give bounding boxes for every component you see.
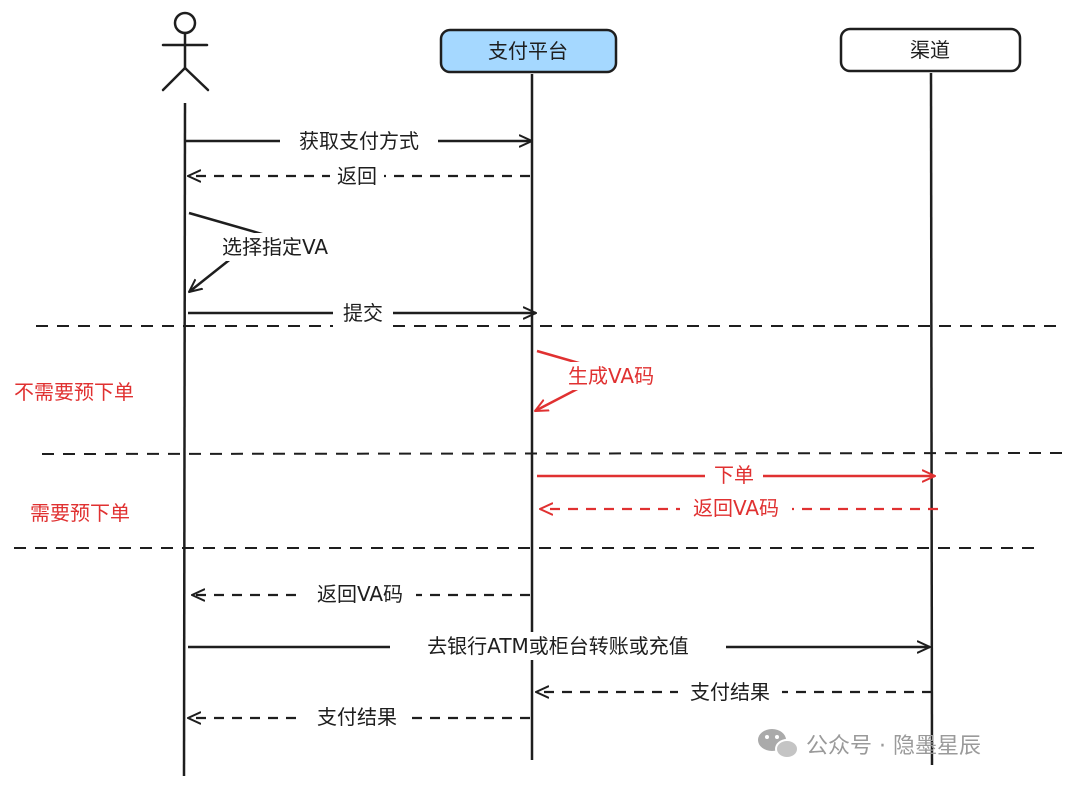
- lifeline-actor: [182, 102, 187, 777]
- message-arrow: 返回: [188, 162, 530, 190]
- message-arrow: 返回VA码: [192, 580, 530, 608]
- message-arrow: 下单: [537, 461, 935, 489]
- message-label: 返回VA码: [317, 582, 403, 606]
- message-label: 支付结果: [690, 680, 770, 704]
- message-label: 下单: [714, 463, 754, 487]
- section-label-need-preorder: 需要预下单: [30, 501, 130, 525]
- actor-stick-figure-icon: [161, 11, 210, 92]
- message-label: 获取支付方式: [299, 129, 419, 153]
- self-message-arrow: 选择指定VA: [189, 211, 356, 292]
- watermark: 公众号 · 隐墨星辰: [758, 729, 981, 759]
- wechat-icon: [758, 729, 799, 759]
- message-arrow: 去银行ATM或柜台转账或充值: [188, 632, 930, 660]
- self-message-arrow: 生成VA码: [535, 349, 673, 413]
- message-label: 支付结果: [317, 705, 397, 729]
- participant-channel: 渠道: [839, 27, 1022, 73]
- message-arrow: 支付结果: [188, 703, 530, 731]
- message-label: 生成VA码: [568, 364, 654, 388]
- participant-platform: 支付平台: [439, 28, 618, 74]
- message-label: 选择指定VA: [222, 235, 328, 259]
- lifeline-channel: [929, 72, 934, 766]
- message-label: 返回: [337, 164, 377, 188]
- section-label-no-preorder: 不需要预下单: [14, 380, 134, 404]
- participant-platform-label: 支付平台: [488, 39, 568, 63]
- message-arrow: 提交: [188, 299, 536, 327]
- watermark-text: 公众号 · 隐墨星辰: [806, 734, 981, 759]
- message-label: 去银行ATM或柜台转账或充值: [427, 634, 689, 658]
- message-label: 提交: [343, 301, 383, 325]
- section-divider-2: [41, 452, 1067, 455]
- participant-channel-label: 渠道: [910, 38, 950, 62]
- message-arrow: 支付结果: [536, 678, 932, 706]
- message-label: 返回VA码: [693, 496, 779, 520]
- message-arrow: 返回VA码: [540, 494, 938, 522]
- message-arrow: 获取支付方式: [186, 127, 532, 155]
